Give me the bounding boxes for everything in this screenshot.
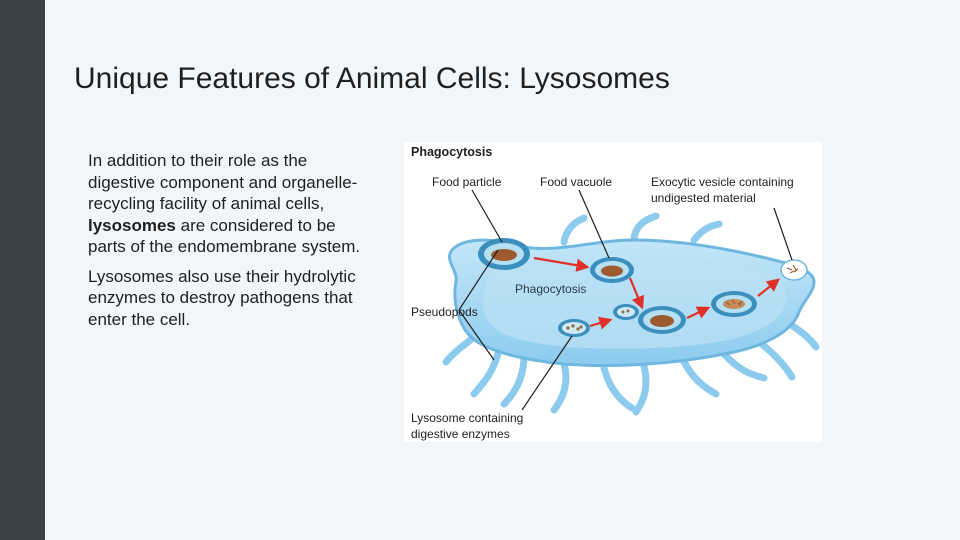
- label-lysosome-line1: Lysosome containing: [411, 411, 523, 425]
- lysosomes-term: lysosomes: [88, 215, 176, 235]
- label-food-particle: Food particle: [432, 175, 502, 189]
- phagocytosis-diagram: Phagocytosis Food particle Food vacuole …: [404, 142, 822, 442]
- lysosome: [558, 319, 590, 337]
- paragraph-1-end: are considered to be parts of the endome…: [88, 215, 361, 257]
- lysosome-fusing: [613, 304, 639, 320]
- diagram-heading: Phagocytosis: [411, 145, 492, 159]
- label-lysosome-line2: digestive enzymes: [411, 427, 510, 441]
- slide-body-text: In addition to their role as the digesti…: [88, 150, 378, 338]
- phagolysosome: [638, 306, 686, 334]
- food-vacuole: [590, 257, 634, 283]
- paragraph-1-start: In addition to their role as the digesti…: [88, 151, 358, 213]
- exocytic-vesicle: [780, 259, 808, 281]
- slide-side-bar: [0, 0, 45, 540]
- pseudopod-tentacles: [442, 212, 820, 416]
- body-paragraph-1: In addition to their role as the digesti…: [88, 150, 378, 258]
- process-arrows: [533, 256, 781, 330]
- label-leader-lines: [458, 189, 793, 411]
- slide-title: Unique Features of Animal Cells: Lysosom…: [74, 62, 670, 95]
- label-exocytic-vesicle-line2: undigested material: [651, 191, 756, 205]
- phagocytosis-svg: Phagocytosis Food particle Food vacuole …: [411, 145, 820, 441]
- body-paragraph-2: Lysosomes also use their hydrolytic enzy…: [88, 266, 356, 329]
- residual-body: [711, 291, 757, 317]
- label-pseudopods: Pseudopods: [411, 305, 478, 319]
- food-particle-engulfing: [478, 238, 530, 270]
- label-food-vacuole: Food vacuole: [540, 175, 612, 189]
- label-phagocytosis-inner: Phagocytosis: [515, 282, 586, 296]
- label-exocytic-vesicle-line1: Exocytic vesicle containing: [651, 175, 794, 189]
